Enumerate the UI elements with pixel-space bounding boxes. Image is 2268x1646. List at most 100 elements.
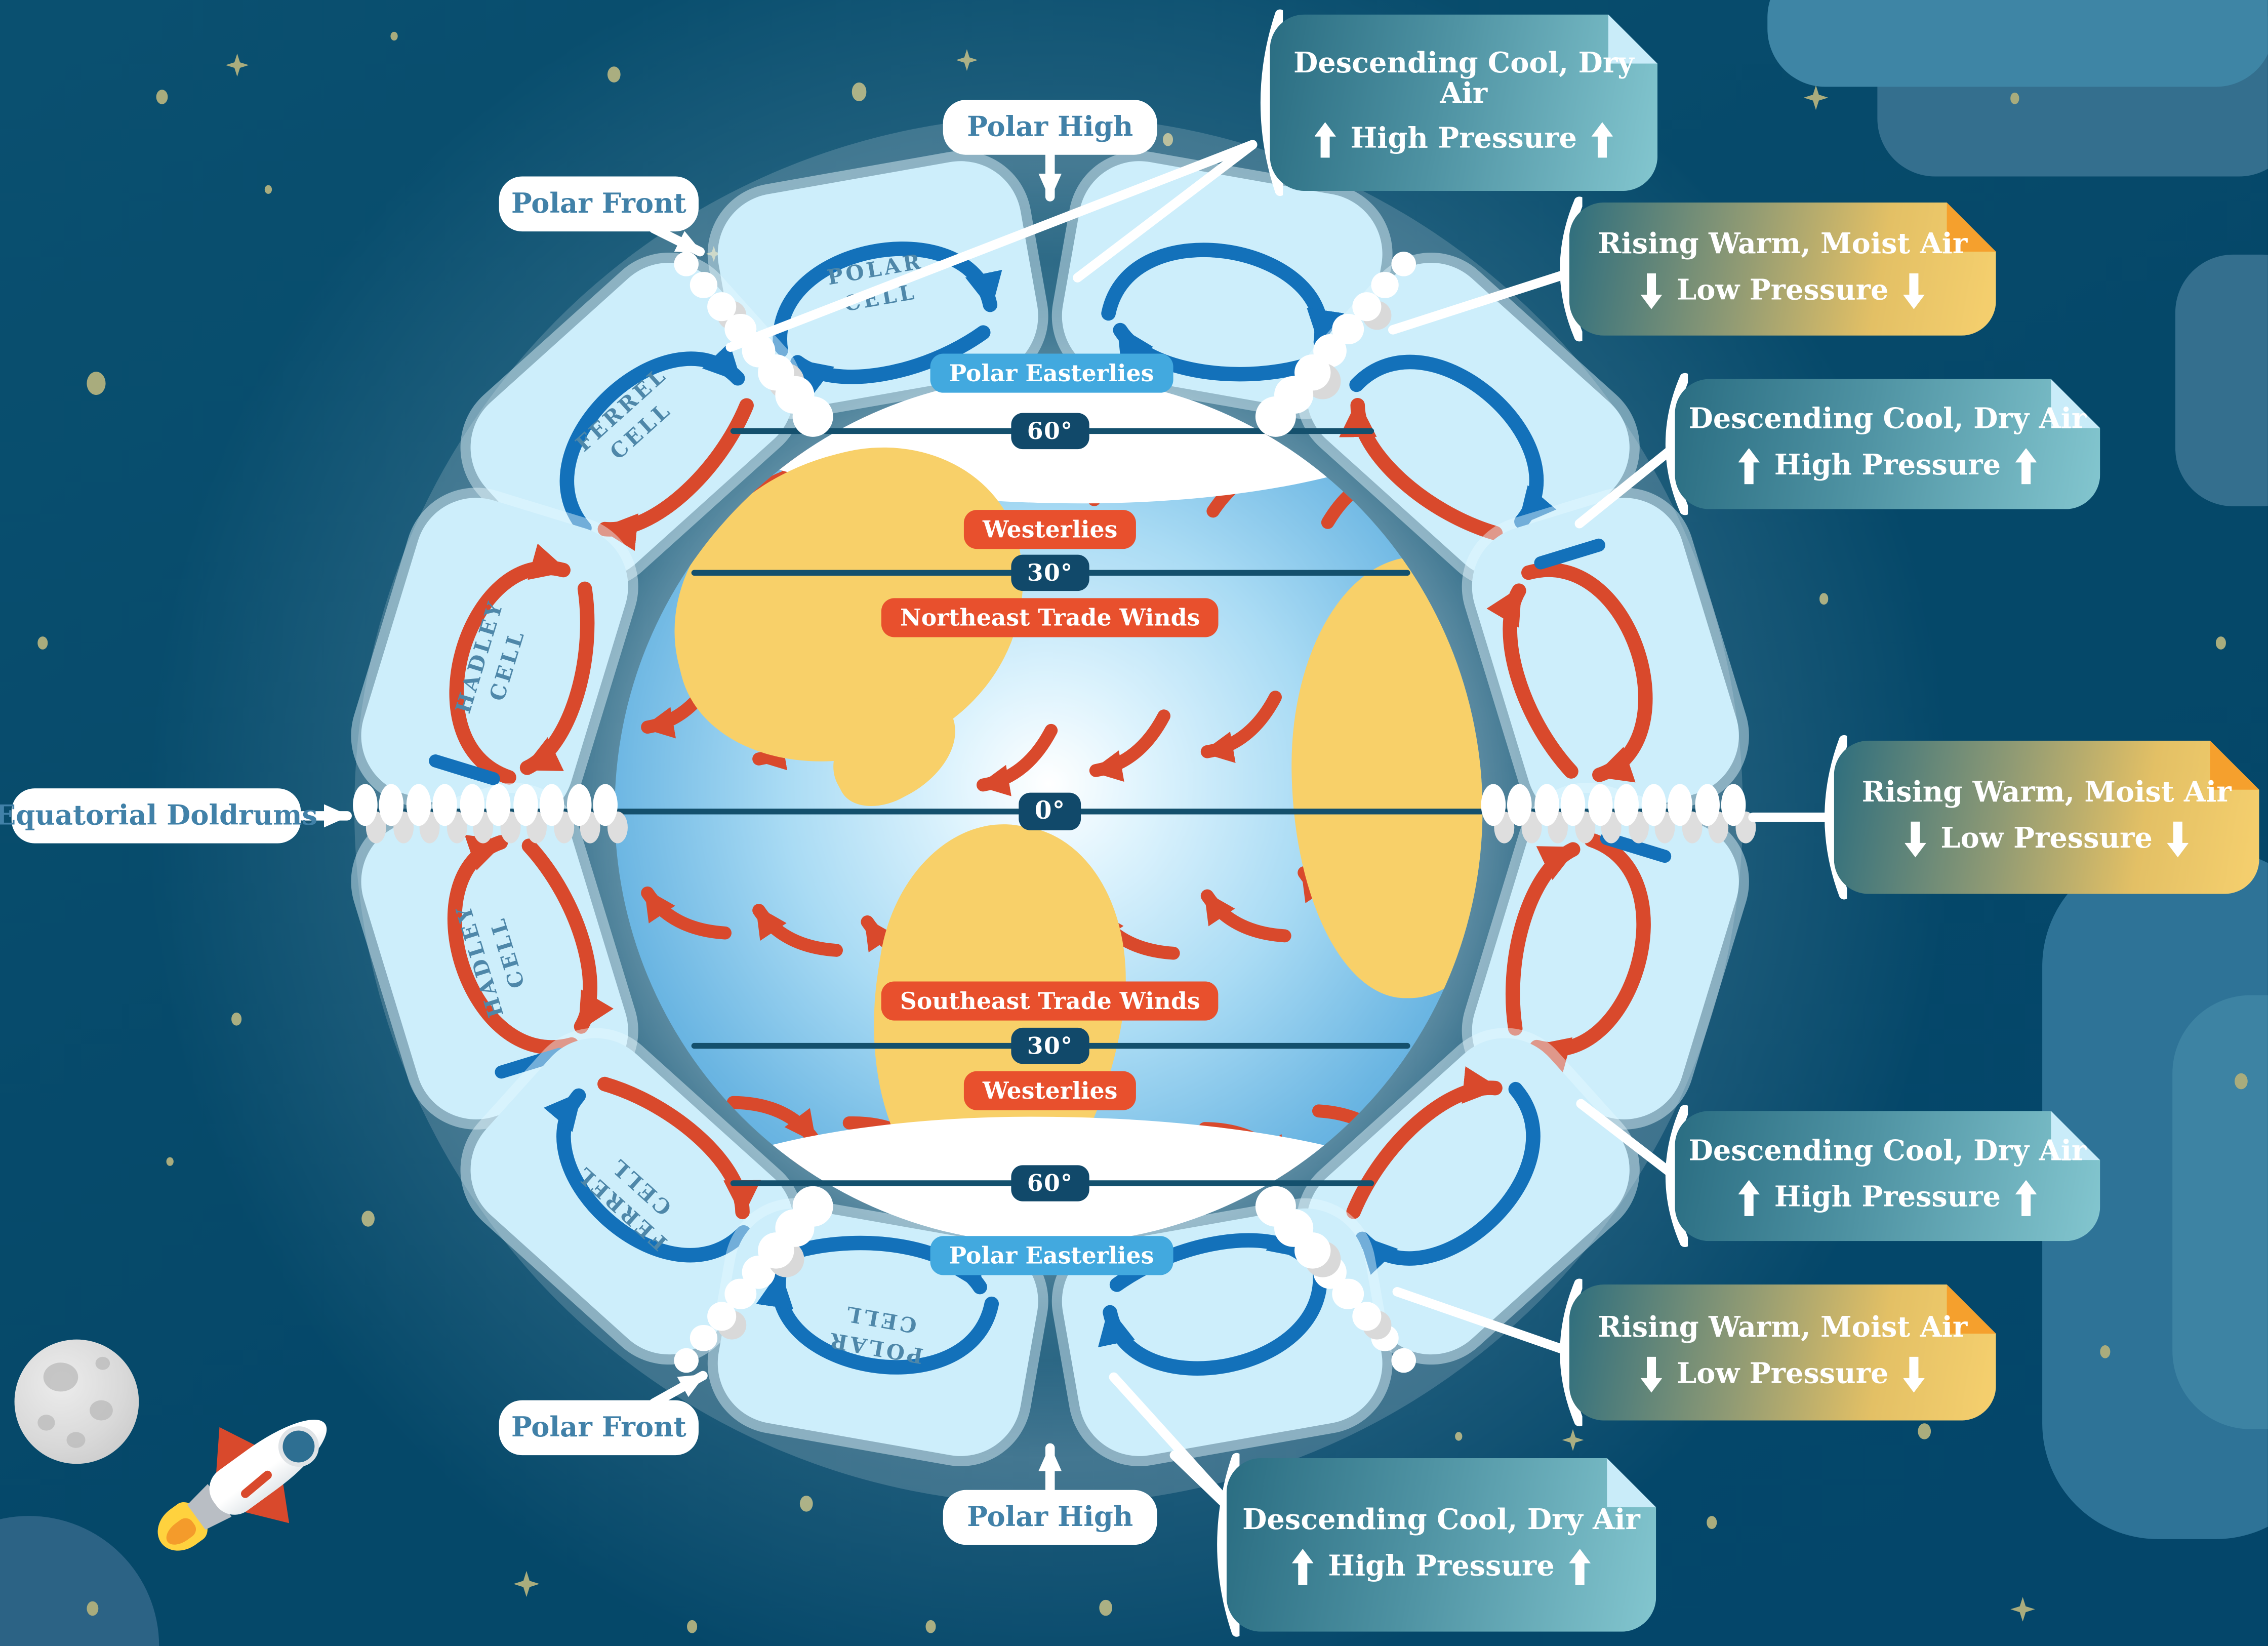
callout-descending-30n: Descending Cool, Dry Air High Pressure [1665, 373, 2100, 515]
up-arrow-icon [1592, 122, 1613, 158]
dot-icon [264, 185, 272, 194]
callout-line2: Low Pressure [1890, 821, 2203, 857]
hadley-cell-south-right [1456, 778, 1754, 1135]
up-arrow-icon [1738, 1180, 1760, 1216]
cloud-icon [1694, 783, 1719, 825]
cloud-icon [1587, 783, 1612, 825]
callout-line1: Rising Warm, Moist Air [1861, 776, 2232, 809]
cloud-icon [673, 251, 698, 276]
cloud-icon [566, 783, 591, 825]
up-arrow-icon [2015, 448, 2037, 484]
dot-icon [390, 31, 398, 41]
cloud-icon [673, 1347, 698, 1372]
bracket-icon [1665, 373, 1688, 515]
cloud-icon [512, 783, 538, 825]
down-arrow-icon [2167, 821, 2189, 857]
cloud-icon [432, 783, 457, 825]
callout-line2: Low Pressure [1626, 273, 1939, 309]
cloud-icon [352, 783, 377, 825]
dot-icon [1707, 1516, 1717, 1529]
latitude-badge-30n: 30° [1011, 554, 1089, 591]
callout-descending-north-pole: Descending Cool, Dry Air High Pressure [1260, 9, 1657, 196]
callout-rising-60s: Rising Warm, Moist Air Low Pressure [1560, 1278, 1996, 1427]
callout-line1: Rising Warm, Moist Air [1598, 1311, 1968, 1344]
cloud-icon [1560, 783, 1586, 825]
wind-belt-polar-easterlies-north: Polar Easterlies [930, 353, 1173, 393]
cloud-icon [1614, 783, 1639, 825]
cloud-icon [1641, 783, 1666, 825]
wind-belt-southeast-trade-winds: Southeast Trade Winds [881, 981, 1219, 1021]
up-arrow-icon [2015, 1180, 2037, 1216]
cloud-icon [690, 1324, 717, 1351]
polar-high-label-top: Polar High [943, 100, 1157, 155]
callout-rising-equator: Rising Warm, Moist Air Low Pressure [1825, 735, 2259, 900]
down-arrow-icon [1903, 1356, 1925, 1392]
wind-belt-westerlies-north: Westerlies [963, 510, 1137, 549]
callout-rising-60n: Rising Warm, Moist Air Low Pressure [1560, 196, 1996, 342]
dot-icon [2215, 636, 2226, 650]
cloud-icon [1255, 1186, 1297, 1227]
cloud-icon [1255, 396, 1297, 437]
callout-line1: Descending Cool, Dry Air [1242, 1503, 1640, 1537]
cloud-icon [1391, 251, 1415, 276]
callout-line2: High Pressure [1277, 1549, 1605, 1585]
equatorial-doldrums-label: Equatorial Doldrums [0, 788, 317, 844]
moon-icon [14, 1339, 139, 1464]
cloud-icon [792, 1186, 833, 1227]
dot-icon [87, 1601, 99, 1616]
latitude-badge-equator: 0° [1019, 792, 1082, 830]
callout-line1: Descending Cool, Dry Air [1688, 1134, 2087, 1168]
callout-line2: Low Pressure [1626, 1356, 1939, 1392]
polar-front-label-bottom: Polar Front [499, 1400, 699, 1456]
up-arrow-icon [1314, 122, 1336, 158]
dot-icon [37, 636, 48, 650]
dot-icon [87, 372, 106, 395]
cloud-icon [593, 783, 618, 825]
latitude-badge-60n: 60° [1011, 413, 1089, 450]
dot-icon [156, 90, 168, 104]
cloud-icon [1391, 1347, 1415, 1372]
cloud-icon [379, 783, 404, 825]
dot-icon [1918, 1423, 1931, 1440]
hadley-cell-north-right [1456, 483, 1754, 839]
cloud-icon [485, 783, 511, 825]
dot-icon [2235, 1073, 2248, 1090]
fold-corner-icon [1607, 1458, 1656, 1507]
bracket-icon [1560, 196, 1583, 342]
callout-line1: Descending Cool, Dry Air [1293, 46, 1634, 110]
dot-icon [2100, 1345, 2111, 1358]
latitude-badge-60s: 60° [1011, 1165, 1089, 1201]
polar-front-label-top: Polar Front [499, 176, 699, 232]
dot-icon [2010, 92, 2019, 104]
cloud-icon [1507, 783, 1532, 825]
callout-line2: High Pressure [1300, 122, 1628, 158]
cloud-icon [459, 783, 484, 825]
wind-belt-westerlies-south: Westerlies [963, 1071, 1137, 1110]
cloud-icon [406, 783, 430, 825]
cloud-icon [1721, 783, 1746, 825]
callout-line1: Descending Cool, Dry Air [1688, 403, 2087, 436]
up-arrow-icon [1292, 1549, 1314, 1585]
wind-belt-polar-easterlies-south: Polar Easterlies [930, 1236, 1173, 1275]
up-arrow-icon [1738, 448, 1760, 484]
down-arrow-icon [1641, 273, 1663, 309]
cloud-icon [1480, 783, 1505, 825]
cloud-icon [1668, 783, 1692, 825]
cloud-icon [539, 783, 564, 825]
down-arrow-icon [1641, 1356, 1663, 1392]
down-arrow-icon [1905, 821, 1926, 857]
cloud-icon [792, 396, 833, 437]
down-arrow-icon [1903, 273, 1925, 309]
top-right-blob-light [1767, 0, 2268, 87]
callout-line2: High Pressure [1724, 1180, 2051, 1216]
up-arrow-icon [1569, 1549, 1591, 1585]
right-edge-blob [2175, 254, 2268, 506]
polar-high-label-bottom: Polar High [943, 1490, 1157, 1545]
callout-descending-south-pole: Descending Cool, Dry Air High Pressure [1217, 1453, 1656, 1637]
bottom-right-blob-inner [2172, 995, 2268, 1429]
